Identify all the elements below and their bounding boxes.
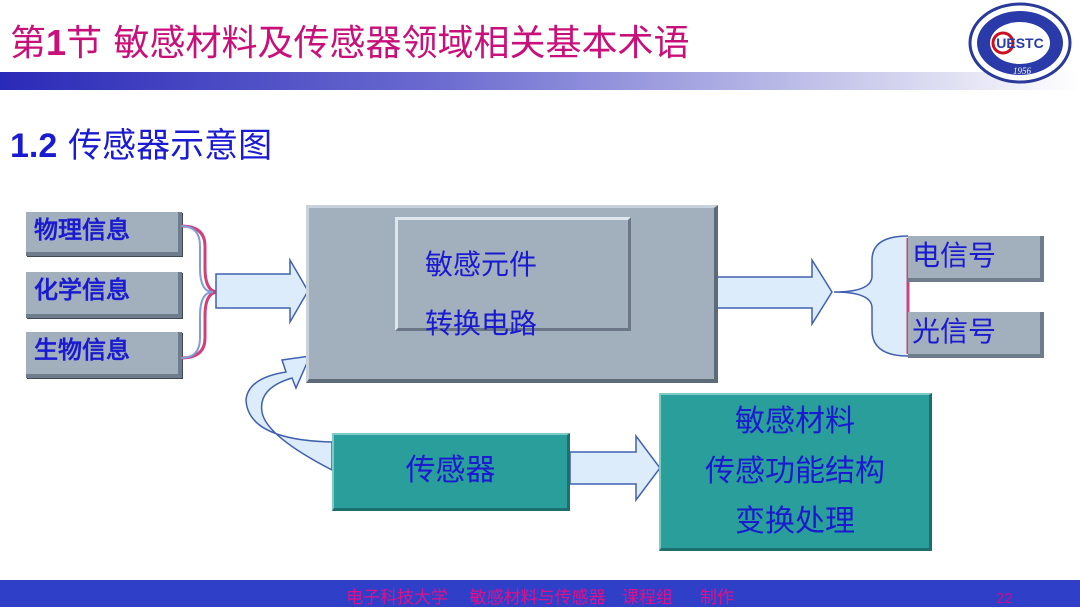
slide-title: 第1节 敏感材料及传感器领域相关基本术语 [10, 14, 690, 66]
input-physical-info: 物理信息 [26, 212, 182, 256]
output-optical-signal: 光信号 [908, 312, 1044, 358]
conversion-circuit-label: 转换电路 [425, 307, 538, 340]
section-number: 1.2 [10, 127, 58, 165]
title-prefix: 第 [10, 23, 47, 64]
page-number: 22 [996, 590, 1013, 607]
footer-bar [0, 580, 1080, 607]
sensor-block: 传感器 [332, 433, 570, 511]
composition-item: 传感功能结构 [705, 454, 885, 489]
sensing-element-label: 敏感元件 [425, 248, 538, 281]
input-chemical-info: 化学信息 [26, 272, 182, 318]
composition-item: 变换处理 [735, 504, 855, 539]
arrow-sensor-to-composition [569, 433, 661, 503]
footer-credit: 电子科技大学 敏感材料与传感器 课程组 制作 [346, 588, 734, 608]
logo-text: UESTC [996, 35, 1043, 51]
sensing-element-inner-panel [395, 217, 631, 331]
title-underline-bar [0, 72, 1080, 90]
output-brace [833, 235, 909, 357]
arrow-input-to-main [215, 257, 309, 325]
composition-item: 敏感材料 [735, 404, 855, 439]
title-number: 1 [46, 22, 67, 63]
section-heading: 1.2 传感器示意图 [10, 118, 272, 167]
university-seal-logo: UESTC 1956 [968, 2, 1072, 84]
section-title: 传感器示意图 [57, 126, 273, 166]
arrow-main-to-output [713, 257, 833, 327]
logo-year: 1956 [1013, 66, 1032, 76]
input-biological-info: 生物信息 [26, 332, 182, 378]
sensor-composition-block: 敏感材料 传感功能结构 变换处理 [659, 393, 932, 551]
output-electrical-signal: 电信号 [908, 236, 1044, 282]
title-suffix: 节 敏感材料及传感器领域相关基本术语 [66, 23, 690, 64]
